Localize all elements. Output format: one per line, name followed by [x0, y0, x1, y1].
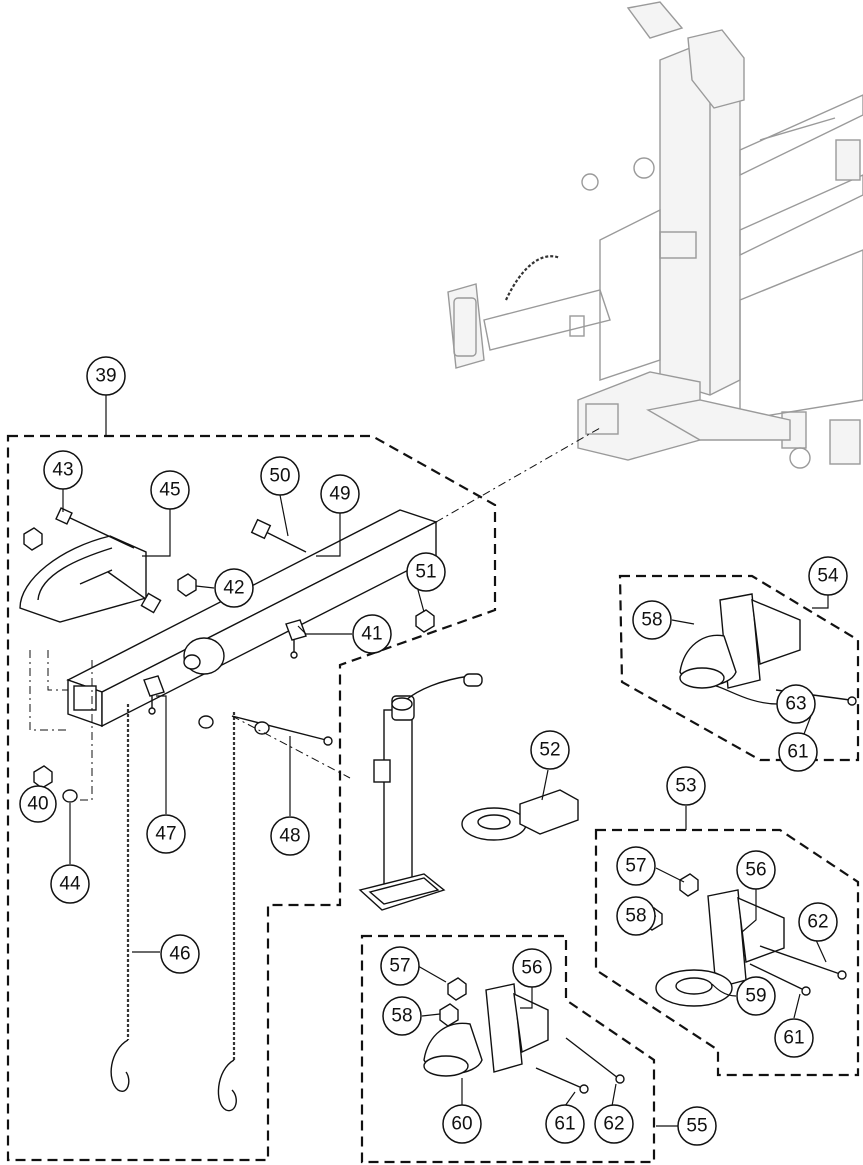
callout-58-group-55: 58 [382, 996, 422, 1036]
callout-61-group-53: 61 [774, 1018, 814, 1058]
callout-55: 55 [677, 1106, 717, 1146]
callout-50: 50 [260, 456, 300, 496]
chain-clip-lower [143, 675, 165, 715]
callout-60: 60 [442, 1104, 482, 1144]
callout-49: 49 [320, 474, 360, 514]
group-54-outline [618, 574, 860, 762]
group-55-outline [360, 934, 656, 1164]
svg-text:47: 47 [155, 824, 176, 845]
svg-text:62: 62 [603, 1114, 624, 1135]
callout-63: 63 [776, 684, 816, 724]
hex-nuts [23, 527, 435, 789]
chain-clip-upper [285, 619, 307, 659]
callout-61-group-55: 61 [545, 1104, 585, 1144]
callout-42: 42 [214, 568, 254, 608]
svg-text:46: 46 [169, 944, 190, 965]
callout-62-group-55: 62 [594, 1104, 634, 1144]
group-53-outline [594, 828, 860, 1077]
callout-40: 40 [19, 785, 57, 823]
callout-46: 46 [160, 934, 200, 974]
svg-text:62: 62 [807, 912, 828, 933]
trailer-jack [358, 673, 483, 911]
callout-59: 59 [736, 976, 776, 1016]
callout-58-group-53: 58 [616, 896, 656, 936]
callout-39: 39 [86, 356, 126, 396]
callout-48: 48 [270, 816, 310, 856]
ghost-trailer-frame [447, 1, 863, 469]
svg-text:57: 57 [625, 856, 646, 877]
jack-mount-collar [183, 637, 225, 675]
callout-57-group-53: 57 [616, 846, 656, 886]
svg-text:56: 56 [521, 958, 542, 979]
callout-41: 41 [352, 614, 392, 654]
svg-text:43: 43 [52, 460, 73, 481]
svg-text:40: 40 [27, 794, 48, 815]
pintle-hook-53 [643, 873, 847, 1007]
svg-text:60: 60 [451, 1114, 472, 1135]
callout-57-group-55: 57 [380, 946, 420, 986]
svg-text:55: 55 [686, 1116, 707, 1137]
safety-chains [110, 704, 237, 1112]
cross-bolt [107, 571, 162, 614]
svg-text:58: 58 [641, 610, 662, 631]
coupler-bolt [55, 507, 135, 549]
svg-text:52: 52 [539, 740, 560, 761]
callout-53: 53 [666, 766, 706, 806]
drawbar-tube [66, 509, 438, 728]
svg-text:39: 39 [95, 366, 116, 387]
main-bolt [250, 518, 307, 553]
pintle-hook-54 [679, 593, 857, 706]
assembly-hidden-lines [29, 650, 351, 801]
group-39-outline [6, 434, 497, 1162]
svg-text:61: 61 [554, 1114, 575, 1135]
callout-58-group-54: 58 [632, 600, 672, 640]
svg-text:57: 57 [389, 956, 410, 977]
svg-text:61: 61 [787, 742, 808, 763]
callout-61-group-54: 61 [778, 732, 818, 772]
lunette-ring-tongue [461, 789, 579, 841]
callout-54: 54 [808, 556, 848, 596]
svg-text:49: 49 [329, 484, 350, 505]
lower-bolt [231, 715, 333, 746]
svg-text:56: 56 [745, 860, 766, 881]
svg-text:48: 48 [279, 826, 300, 847]
pintle-hook-55 [423, 977, 625, 1094]
svg-text:51: 51 [415, 562, 436, 583]
svg-text:53: 53 [675, 776, 696, 797]
svg-text:61: 61 [783, 1028, 804, 1049]
svg-text:45: 45 [159, 480, 180, 501]
svg-text:58: 58 [391, 1006, 412, 1027]
callout-44: 44 [50, 864, 90, 904]
svg-text:41: 41 [361, 624, 382, 645]
callout-56-group-55: 56 [512, 948, 552, 988]
callout-56-group-53: 56 [736, 850, 776, 890]
callout-43: 43 [43, 450, 83, 490]
svg-text:54: 54 [817, 566, 839, 587]
svg-text:42: 42 [223, 578, 244, 599]
svg-text:59: 59 [745, 986, 766, 1007]
callout-45: 45 [150, 470, 190, 510]
coupler-housing [19, 535, 147, 623]
callout-62-group-53: 62 [798, 902, 838, 942]
assembly-guide-line [435, 427, 601, 523]
svg-text:50: 50 [269, 466, 290, 487]
callout-51: 51 [406, 552, 446, 592]
washers [62, 715, 270, 803]
callout-47: 47 [146, 814, 186, 854]
callout-52: 52 [530, 730, 570, 770]
svg-text:58: 58 [625, 906, 646, 927]
svg-text:44: 44 [59, 874, 81, 895]
svg-text:63: 63 [785, 694, 806, 715]
